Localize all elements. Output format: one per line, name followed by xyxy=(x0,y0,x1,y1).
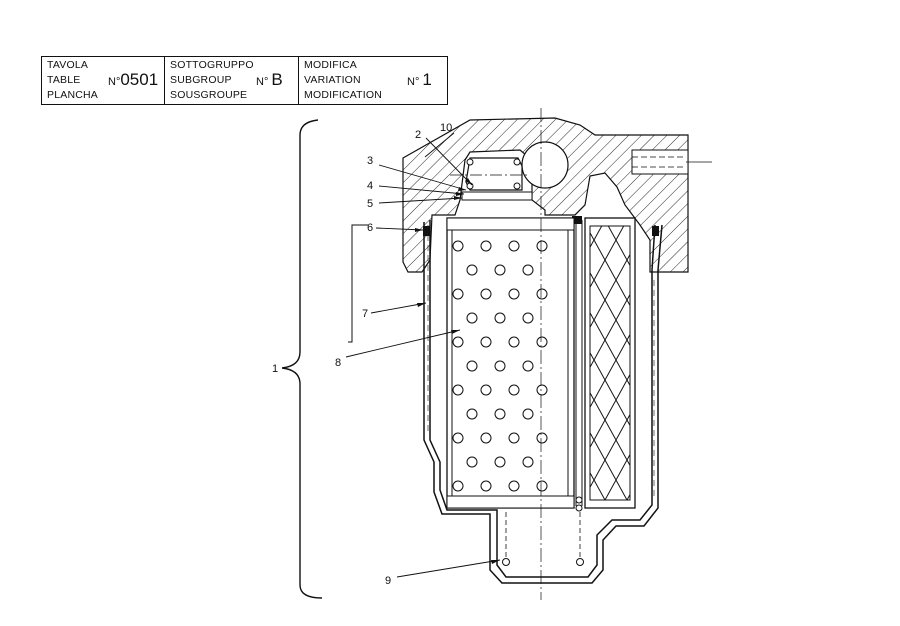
filter-element xyxy=(446,217,575,509)
variation-number-prefix: N° xyxy=(407,76,420,88)
callout-6: 6 xyxy=(367,222,373,234)
variation-label-it: MODIFICA xyxy=(304,59,357,71)
table-label-en: TABLE xyxy=(47,74,81,86)
callout-5: 5 xyxy=(367,198,373,210)
table-number: N°0501 xyxy=(108,70,158,90)
callout-9: 9 xyxy=(385,575,391,587)
filter-head-casting xyxy=(402,117,689,273)
subgroup-label-it: SOTTOGRUPPO xyxy=(170,59,254,71)
perforation-holes xyxy=(452,240,548,492)
leader-arrowheads xyxy=(415,178,500,564)
subgroup-cell: SOTTOGRUPPO SUBGROUP SOUSGROUPE N° B xyxy=(164,57,298,104)
variation-number-value: 1 xyxy=(422,70,432,89)
title-block: TAVOLA TABLE PLANCHA N°0501 SOTTOGRUPPO … xyxy=(41,56,448,105)
variation-cell: MODIFICA VARIATION MODIFICATION N° 1 xyxy=(298,57,447,104)
assembly-bracket xyxy=(281,119,323,599)
callout-3: 3 xyxy=(367,155,373,167)
spring-coil-left xyxy=(502,558,510,566)
relief-valve-plug xyxy=(465,157,523,191)
subgroup-number-prefix: N° xyxy=(256,76,269,88)
callout-7: 7 xyxy=(362,308,368,320)
callout-1: 1 xyxy=(272,363,278,375)
spring-coil-right xyxy=(576,558,584,566)
element-bracket xyxy=(348,224,368,343)
variation-label-en: VARIATION xyxy=(304,74,361,86)
table-label-it: TAVOLA xyxy=(47,59,89,71)
outlet-port xyxy=(631,149,689,175)
subgroup-label-fr: SOUSGROUPE xyxy=(170,89,248,101)
callout-2: 2 xyxy=(415,129,421,141)
o-ring-left xyxy=(423,226,430,236)
callout-4: 4 xyxy=(367,180,373,192)
table-number-value: 0501 xyxy=(120,70,159,89)
table-cell: TAVOLA TABLE PLANCHA N°0501 xyxy=(42,57,164,104)
variation-number: N° 1 xyxy=(407,70,432,90)
callout-10: 10 xyxy=(440,122,452,134)
table-label-es: PLANCHA xyxy=(47,89,98,101)
subgroup-label-en: SUBGROUP xyxy=(170,74,232,86)
subgroup-number: N° B xyxy=(256,70,283,90)
callout-8: 8 xyxy=(335,357,341,369)
subgroup-number-value: B xyxy=(271,70,283,89)
filter-bowl xyxy=(429,220,656,578)
bypass-ball xyxy=(521,141,569,189)
table-number-prefix: N° xyxy=(108,76,121,88)
o-ring-right xyxy=(652,226,659,236)
variation-label-fr: MODIFICATION xyxy=(304,89,383,101)
